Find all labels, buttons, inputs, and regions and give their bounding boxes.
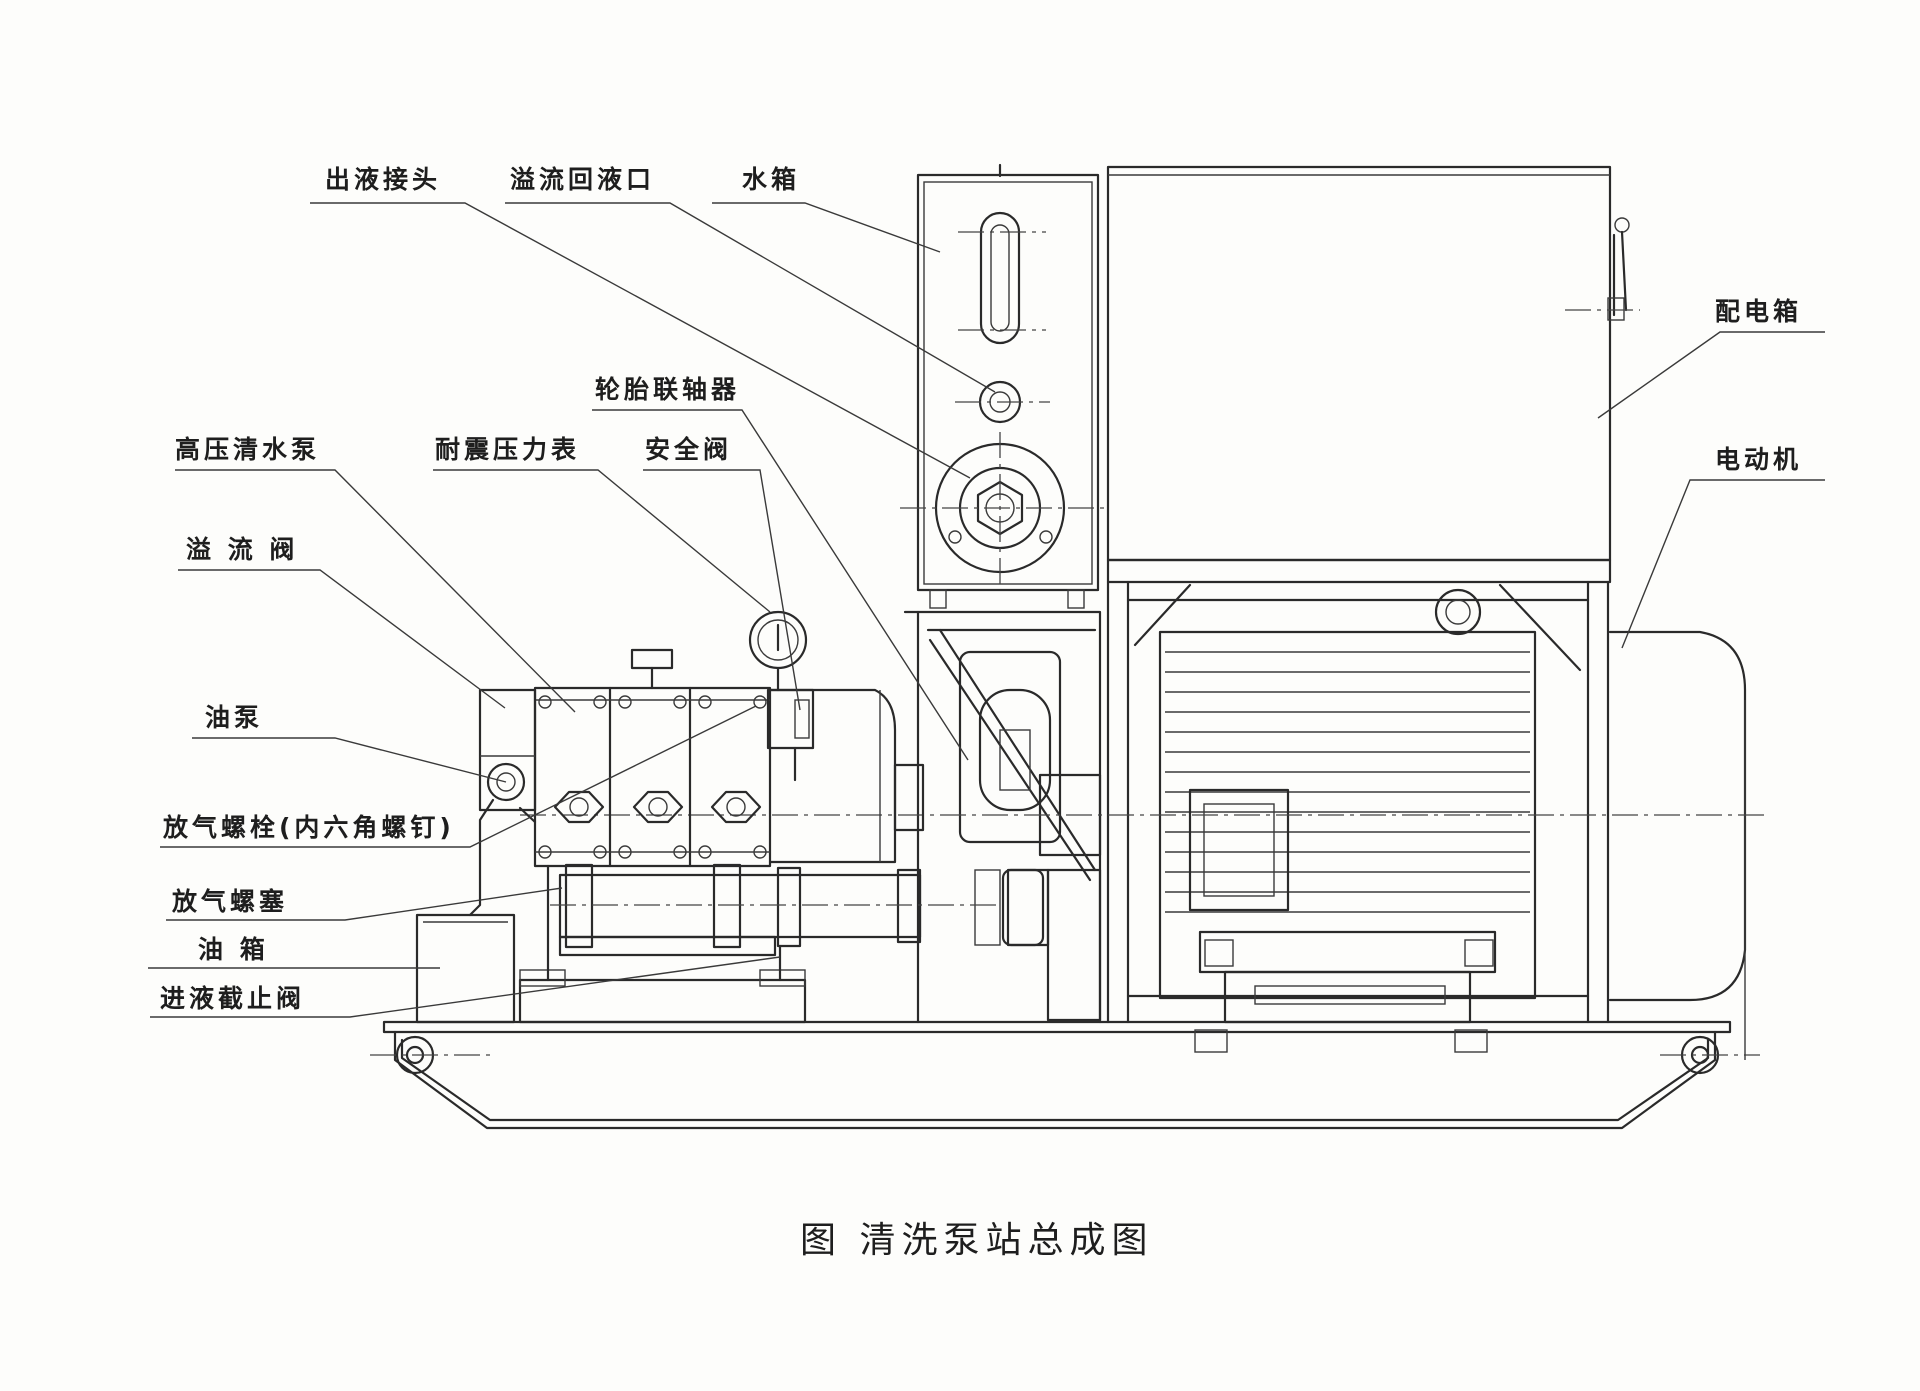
electric-motor (1158, 588, 1747, 1060)
label-oil-tank: 油 箱 (198, 935, 269, 964)
label-hp-water-pump: 高压清水泵 (175, 435, 320, 464)
water-tank (900, 163, 1110, 609)
label-tire-coupling: 轮胎联轴器 (595, 375, 740, 404)
safety-valve-and-gauge (748, 610, 815, 782)
figure-caption: 图 清洗泵站总成图 (800, 1220, 1153, 1261)
label-distribution-box: 配电箱 (1715, 297, 1802, 326)
part-labels: 出液接头 溢流回液口 水箱 轮胎联轴器 高压清水泵 耐震压力表 安全阀 溢 流 … (160, 165, 1802, 1013)
label-water-tank: 水箱 (742, 165, 800, 194)
motor-cooling-fins (1165, 651, 1530, 913)
label-vent-plug: 放气螺塞 (171, 887, 288, 916)
label-vent-bolt: 放气螺栓(内六角螺钉) (162, 813, 455, 842)
high-pressure-pump (518, 648, 925, 1024)
coupling-section (903, 610, 1102, 1024)
label-pressure-gauge: 耐震压力表 (435, 435, 580, 464)
base-skid (370, 1020, 1760, 1130)
label-motor: 电动机 (1715, 445, 1802, 474)
label-oil-pump: 油泵 (205, 703, 263, 732)
label-overflow-valve: 溢 流 阀 (186, 535, 298, 564)
drive-shaft (520, 814, 1770, 949)
leader-lines (148, 202, 1825, 1018)
distribution-box (1106, 165, 1640, 562)
motor-stand (1106, 558, 1612, 1024)
overflow-valve-oil-pump (468, 688, 537, 917)
label-safety-valve: 安全阀 (645, 435, 732, 464)
label-overflow-return: 溢流回液口 (510, 165, 655, 194)
label-outlet-joint: 出液接头 (325, 165, 441, 194)
label-inlet-stop-valve: 进液截止阀 (160, 984, 305, 1013)
